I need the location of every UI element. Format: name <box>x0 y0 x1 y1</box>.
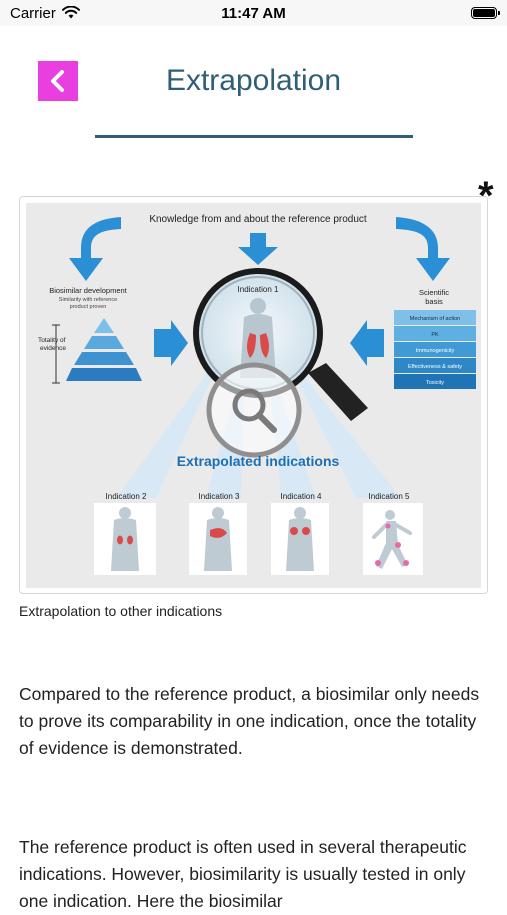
totality-label-2: evidence <box>40 345 66 352</box>
back-button[interactable] <box>38 61 78 101</box>
status-bar: Carrier 11:47 AM <box>0 0 507 26</box>
scientific-heading-1: Scientific <box>419 288 449 297</box>
curved-arrow-left-icon <box>69 217 121 281</box>
right-arrow-icon <box>154 320 188 366</box>
scientific-heading-2: basis <box>425 297 443 306</box>
body-paragraph: The reference product is often used in s… <box>19 837 467 911</box>
down-arrow-icon <box>238 233 278 265</box>
basis-item: PK <box>431 332 439 338</box>
biosimilar-heading: Biosimilar development <box>49 286 127 295</box>
bracket <box>52 324 60 384</box>
scientific-basis-list: Mechanism of action PK Immunogenicity Ef… <box>394 310 476 389</box>
body-liver-icon <box>189 503 247 575</box>
totality-label-1: Totality of <box>38 337 66 344</box>
body-with-lungs-icon <box>240 298 276 378</box>
body-joints-icon <box>363 503 423 575</box>
extrapolated-heading: Extrapolated indications <box>177 453 340 469</box>
indication-label: Indication 2 <box>106 492 147 501</box>
body-kidneys-icon <box>94 503 156 575</box>
wifi-icon <box>62 6 80 19</box>
light-beam <box>281 348 401 498</box>
page-title: Extrapolation <box>165 64 342 97</box>
extrapolation-figure: Knowledge from and about the reference p… <box>26 203 481 588</box>
indication-label: Indication 4 <box>281 492 322 501</box>
carrier-label: Carrier <box>10 5 56 22</box>
pyramid-icon <box>66 318 142 381</box>
biosimilar-sub-2: product proven <box>70 304 107 310</box>
biosimilar-sub-1: Similarity with reference <box>59 297 117 303</box>
title-underline <box>95 135 413 138</box>
figure-caption: Extrapolation to other indications <box>19 603 223 619</box>
center-indication-label: Indication 1 <box>238 285 279 294</box>
basis-item: Effectiveness & safety <box>408 364 462 370</box>
chevron-left-icon <box>51 70 64 92</box>
clock-time: 11:47 AM <box>221 5 286 22</box>
battery-icon <box>471 7 500 19</box>
left-arrow-icon <box>350 320 384 366</box>
body-breast-icon <box>271 503 329 575</box>
figure-top-text: Knowledge from and about the reference p… <box>149 214 367 225</box>
basis-item: Immunogenicity <box>416 348 455 354</box>
light-beam <box>116 348 226 498</box>
basis-item: Mechanism of action <box>410 316 460 322</box>
indication-label: Indication 3 <box>199 492 240 501</box>
body-paragraph: Compared to the reference product, a bio… <box>19 684 480 758</box>
curved-arrow-right-icon <box>396 217 450 281</box>
basis-item: Toxicity <box>426 380 444 386</box>
indication-label: Indication 5 <box>369 492 410 501</box>
zoom-icon <box>206 362 302 458</box>
